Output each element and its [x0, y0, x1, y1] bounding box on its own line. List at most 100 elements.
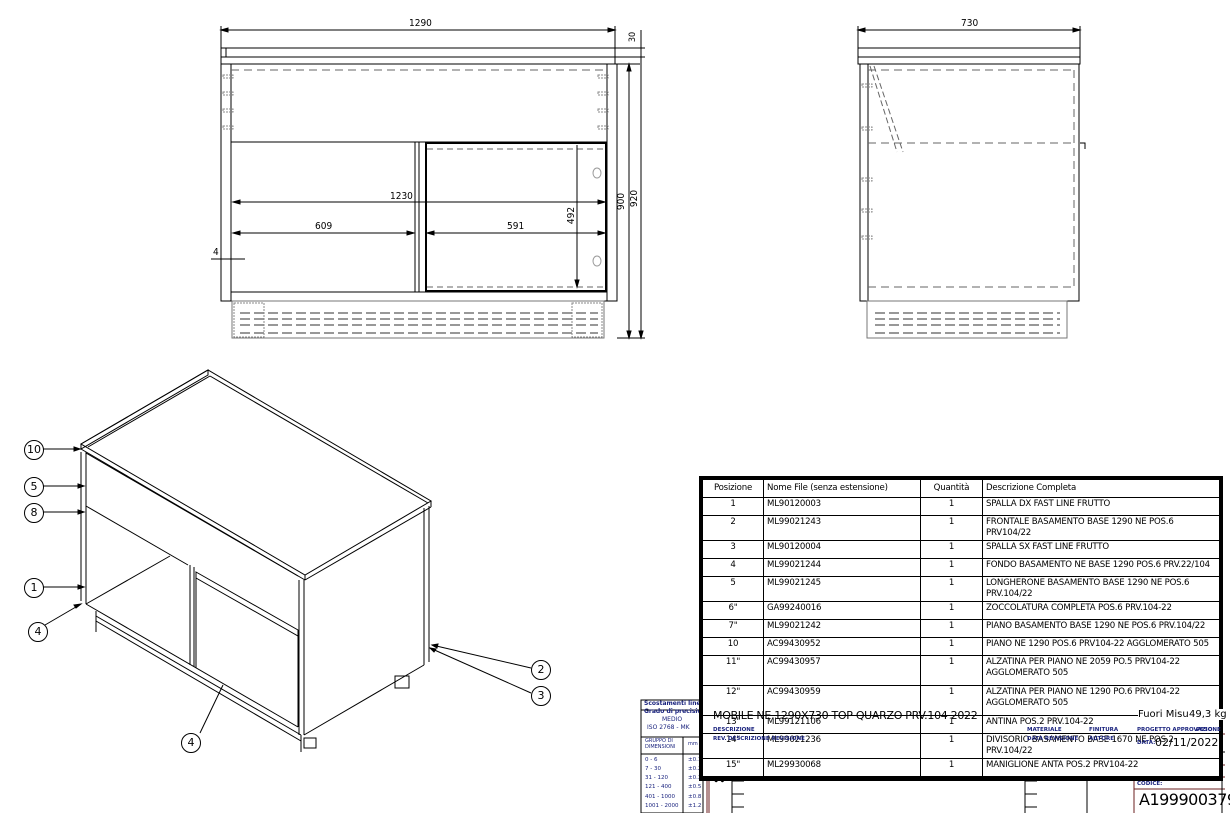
cell-desc: FONDO BASAMENTO NE BASE 1290 POS.6 PRV.2… [982, 558, 1220, 577]
balloon-8: 8 [24, 503, 44, 523]
weight-label: PESO [1196, 727, 1213, 733]
cell-file: AC99430959 [763, 685, 921, 716]
cell-position: 15" [702, 758, 764, 777]
finish-label: FINITURA [1089, 727, 1119, 733]
balloon-1: 1 [24, 578, 44, 598]
cell-file: ML99021243 [763, 515, 921, 541]
tolerance-group-label: GRUPPO DI DIMENSIONI [645, 738, 676, 750]
tolerance-range: 1001 - 2000 [645, 803, 679, 809]
balloon-4-left: 4 [28, 622, 48, 642]
cell-position: 5 [702, 576, 764, 602]
cell-file: ML29930068 [763, 758, 921, 777]
balloon-2: 2 [531, 660, 551, 680]
description-label: DESCRIZIONE [713, 727, 755, 733]
dim-depth: 730 [961, 18, 979, 29]
cell-file: AC99430957 [763, 655, 921, 686]
cell-desc: FRONTALE BASAMENTO BASE 1290 NE POS.6 PR… [982, 515, 1220, 541]
cell-qty: 1 [920, 497, 983, 516]
cell-qty: 1 [920, 619, 983, 638]
cell-qty: 1 [920, 733, 983, 759]
revision-desc-label: DESCRIZIONE REVISIONE [728, 736, 805, 742]
cell-desc: LONGHERONE BASAMENTO BASE 1290 NE POS.6 … [982, 576, 1220, 602]
tolerance-value: ±0.3 [688, 775, 702, 781]
tolerance-title-2: Grado di precisione [644, 708, 710, 715]
dim-left-compartment: 609 [315, 221, 333, 232]
revision-date-label: DATA REVISIONE [1027, 736, 1079, 742]
project-label: PROGETTO APPROVAZIONE [1137, 727, 1221, 733]
tolerance-range: 121 - 400 [645, 784, 672, 790]
cell-position: 3 [702, 540, 764, 559]
tolerance-title-1: Scostamenti lineari [644, 700, 710, 707]
author-label: AUTORE [1089, 736, 1114, 742]
tolerance-value: ±1.2 [688, 803, 702, 809]
cell-file: AC99430952 [763, 637, 921, 656]
dim-body-height: 900 [616, 192, 628, 211]
dim-side-offset: 4 [213, 247, 219, 258]
cell-file: ML90120004 [763, 540, 921, 559]
dim-door-height: 492 [566, 206, 578, 225]
balloon-3: 3 [531, 686, 551, 706]
cell-qty: 1 [920, 758, 983, 777]
cell-desc: ALZATINA PER PIANO NE 1290 PO.6 PRV104-2… [982, 685, 1220, 716]
parts-list-header: Posizione Nome File (senza estensione) Q… [702, 479, 1220, 498]
cell-file: ML99021244 [763, 558, 921, 577]
drawing-description: MOBILE NE 1290X730 TOP QUARZO PRV.104 20… [713, 709, 978, 722]
cell-qty: 1 [920, 558, 983, 577]
isometric-view [43, 369, 532, 752]
cell-desc: PIANO BASAMENTO BASE 1290 NE POS.6 PRV.1… [982, 619, 1220, 638]
cell-desc: SPALLA SX FAST LINE FRUTTO [982, 540, 1220, 559]
tolerance-grade: MEDIO [662, 716, 683, 723]
front-view [211, 26, 645, 340]
balloon-4-bottom: 4 [181, 733, 201, 753]
balloon-5: 5 [24, 477, 44, 497]
dim-internal-width: 1230 [390, 191, 413, 202]
cell-desc: ALZATINA PER PIANO NE 2059 PO.5 PRV104-2… [982, 655, 1220, 686]
cell-position: 2 [702, 515, 764, 541]
tolerance-range: 31 - 120 [645, 775, 668, 781]
tolerance-range: 7 - 30 [645, 766, 661, 772]
cell-position: 7" [702, 619, 764, 638]
cell-desc: ZOCCOLATURA COMPLETA POS.6 PRV.104-22 [982, 601, 1220, 620]
tolerance-range: 401 - 1000 [645, 794, 675, 800]
cell-qty: 1 [920, 515, 983, 541]
tolerance-standard: ISO 2768 - MK [647, 724, 690, 731]
cell-desc: MANIGLIONE ANTA POS.2 PRV104-22 [982, 758, 1220, 777]
tolerance-range: 0 - 6 [645, 757, 658, 763]
header-quantity: Quantità [920, 479, 983, 498]
cell-qty: 1 [920, 655, 983, 686]
tolerance-value: ±0.5 [688, 784, 702, 790]
cell-qty: 1 [920, 540, 983, 559]
revision-label: REV. [713, 736, 727, 742]
cell-position: 6" [702, 601, 764, 620]
cell-file: ML99021245 [763, 576, 921, 602]
tolerance-unit: mm [688, 741, 698, 747]
side-view [856, 26, 1086, 339]
tolerance-value: ±0.8 [688, 794, 702, 800]
cell-qty: 1 [920, 576, 983, 602]
parts-list-table: Posizione Nome File (senza estensione) Q… [699, 476, 1223, 781]
header-position: Posizione [702, 479, 764, 498]
cell-file: ML99021242 [763, 619, 921, 638]
dim-total-height: 920 [629, 189, 641, 208]
cell-position: 4 [702, 558, 764, 577]
cell-qty: 1 [920, 601, 983, 620]
header-file-name: Nome File (senza estensione) [763, 479, 921, 498]
tolerance-value: ±0.1 [688, 757, 702, 763]
cell-file: GA99240016 [763, 601, 921, 620]
cell-desc: PIANO NE 1290 POS.6 PRV104-22 AGGLOMERAT… [982, 637, 1220, 656]
dim-right-compartment: 591 [507, 221, 525, 232]
material-label: MATERIALE [1027, 727, 1062, 733]
cell-position: 1 [702, 497, 764, 516]
